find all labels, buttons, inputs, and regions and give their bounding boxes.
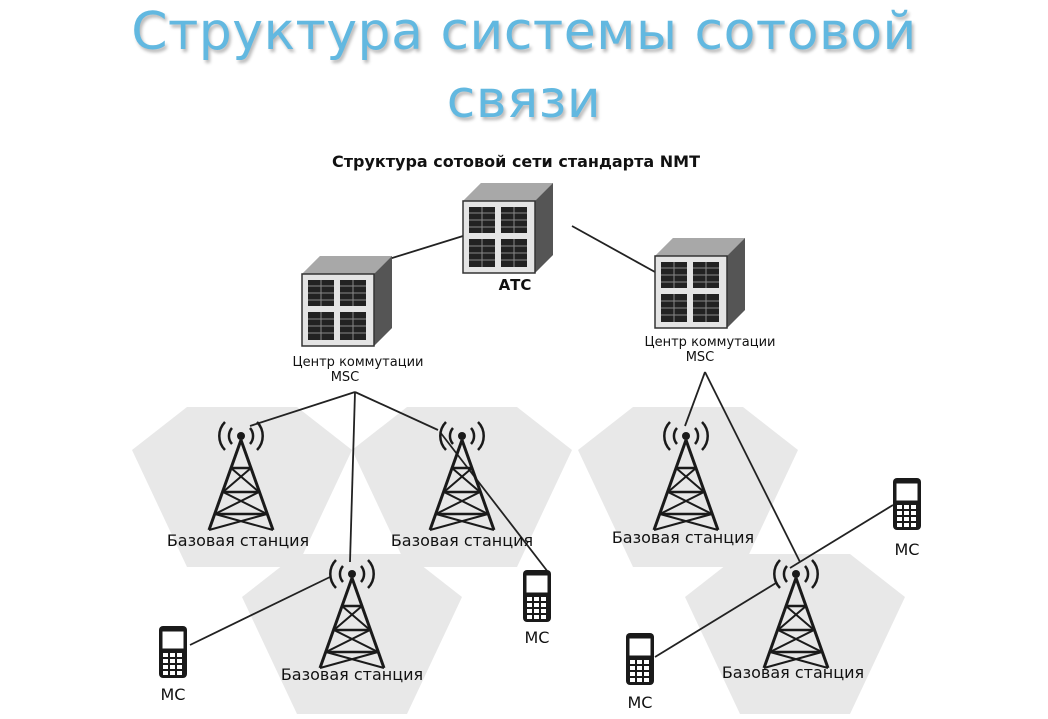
slide-title-line-2: связи [446,70,602,130]
msc-left-label-line-1: Центр коммутации [293,355,424,370]
atc-server-icon [462,182,554,274]
mobile-label-3: МС [161,685,186,704]
base-station-label-bottom-left: Базовая станция [281,665,423,684]
msc-right-server-icon [654,237,746,329]
cell-top-left [132,407,352,567]
msc-right-label-line-2: MSC [686,350,715,365]
cell-top-middle [352,407,572,567]
base-station-label-top-left: Базовая станция [167,531,309,550]
diagram-subtitle: Структура сотовой сети стандарта NMT [332,152,700,171]
mobile-label-1: МС [525,628,550,647]
atc-label: АТС [499,276,532,294]
base-station-label-top-right: Базовая станция [612,528,754,547]
mobile-phone-icon-3 [158,625,188,679]
mobile-label-4: МС [628,693,653,712]
msc-left-server-icon [301,255,393,347]
base-station-label-bottom-right: Базовая станция [722,663,864,682]
msc-left-label-line-2: MSC [331,370,360,385]
base-station-label-top-middle: Базовая станция [391,531,533,550]
mobile-phone-icon-1 [522,569,552,623]
mobile-label-2: МС [895,540,920,559]
links [189,225,894,658]
mobile-phone-icon-4 [625,632,655,686]
msc-right-label-line-1: Центр коммутации [645,335,776,350]
slide-title-line-1: Структура системы сотовой [131,2,917,62]
mobile-phone-icon-2 [892,477,922,531]
cell-bottom-right [685,554,905,714]
